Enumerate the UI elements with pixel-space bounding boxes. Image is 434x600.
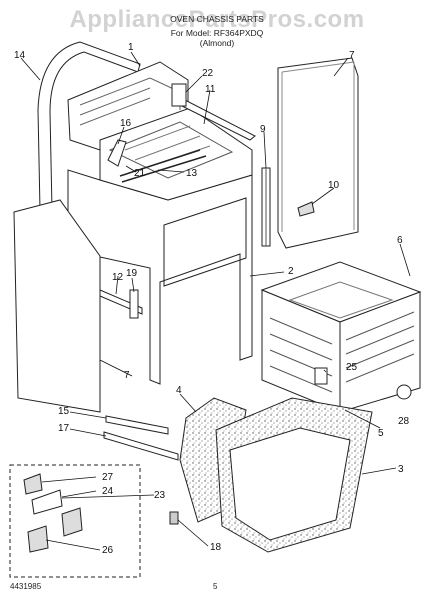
- callout-13: 13: [186, 168, 198, 179]
- clip-27: [23, 473, 43, 495]
- callout-25: 25: [346, 362, 358, 373]
- burner-rod: [119, 149, 207, 183]
- model-number: For Model: RF364PXDQ: [170, 28, 264, 38]
- callout-16-17: 17: [58, 423, 70, 434]
- callout-28: 28: [398, 416, 410, 427]
- callout-27: 27: [102, 472, 114, 483]
- rail-17: [103, 431, 179, 461]
- knob-28: [396, 384, 412, 400]
- bracket-26a: [27, 525, 49, 553]
- side-wrap-panel: [37, 41, 141, 211]
- rail-15: [105, 415, 169, 435]
- screw-18: [169, 511, 179, 525]
- callout-18: 18: [210, 542, 222, 553]
- watermark: AppliancePartsPros.com: [69, 6, 365, 33]
- bracket-22: [171, 83, 187, 107]
- callout-5: 5: [378, 428, 384, 439]
- callout-9: 9: [260, 124, 266, 135]
- bracket-19: [129, 289, 139, 319]
- callout-2: 2: [288, 266, 294, 277]
- callout-4: 4: [176, 385, 182, 396]
- callout-16: 16: [120, 118, 132, 129]
- document-number: 4431985: [10, 582, 42, 591]
- diagram-title: OVEN CHASSIS PARTS: [170, 14, 264, 24]
- inset-box: [9, 464, 141, 578]
- bracket-26b: [61, 507, 83, 537]
- callout-21: 21: [134, 168, 146, 179]
- burner-bracket: [107, 139, 127, 167]
- page-number: 5: [213, 582, 218, 591]
- callout-24: 24: [102, 486, 114, 497]
- oven-sensor: [314, 367, 328, 385]
- callout-26: 26: [102, 545, 114, 556]
- callout-7-left: 7: [124, 370, 130, 381]
- callout-14: 14: [14, 50, 26, 61]
- left-side-panel: [13, 199, 101, 413]
- callout-3: 3: [398, 464, 404, 475]
- callout-19: 19: [126, 268, 138, 279]
- callout-1: 1: [128, 42, 134, 53]
- color-variant: (Almond): [199, 38, 235, 48]
- callout-15: 15: [58, 406, 70, 417]
- latch: [297, 201, 315, 217]
- callout-11: 11: [205, 84, 216, 95]
- callout-12: 12: [112, 272, 124, 283]
- callout-6: 6: [397, 235, 403, 246]
- callout-7-top: 7: [349, 50, 355, 61]
- callout-22: 22: [202, 68, 214, 79]
- right-side-panel: [277, 57, 359, 249]
- callout-23: 23: [154, 490, 166, 501]
- callout-10: 10: [328, 180, 340, 191]
- bracket-24: [31, 489, 63, 515]
